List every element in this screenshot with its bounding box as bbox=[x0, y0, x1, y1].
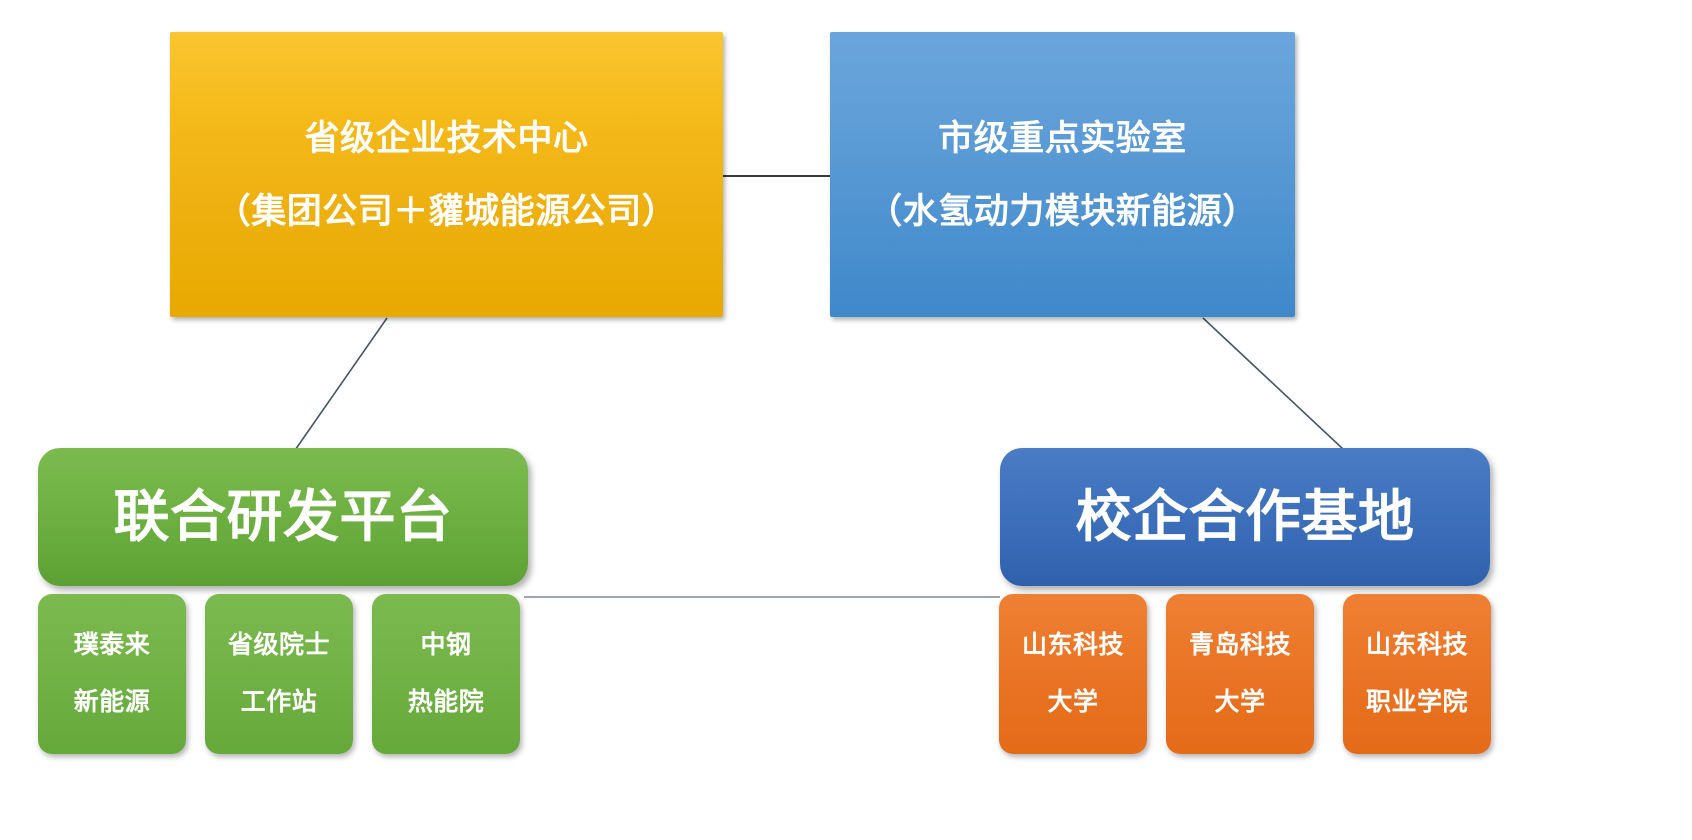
chip-label-line1: 璞泰来 bbox=[73, 631, 151, 659]
chip-label-line1: 中钢 bbox=[420, 631, 472, 659]
chip-label-line2: 大学 bbox=[1047, 688, 1099, 716]
chip-platform-member-academician-workstation[interactable]: 省级院士 工作站 bbox=[205, 594, 353, 754]
node-title-line1: 省级企业技术中心 bbox=[304, 118, 589, 158]
chip-label-line2: 大学 bbox=[1214, 688, 1266, 716]
chip-label-line1: 山东科技 bbox=[1365, 631, 1468, 659]
chip-label-line2: 热能院 bbox=[407, 688, 485, 716]
chip-label-line1: 青岛科技 bbox=[1188, 631, 1291, 659]
chip-label-line2: 新能源 bbox=[73, 688, 151, 716]
chip-label-line2: 工作站 bbox=[240, 688, 318, 716]
chip-label-line1: 省级院士 bbox=[227, 631, 330, 659]
chip-label-line1: 山东科技 bbox=[1021, 631, 1124, 659]
node-title-line1: 市级重点实验室 bbox=[938, 118, 1187, 158]
node-title-line1: 联合研发平台 bbox=[113, 485, 453, 548]
chip-partner-shandong-university-of-science-and-technology[interactable]: 山东科技 大学 bbox=[999, 594, 1147, 754]
chip-partner-qingdao-university-of-science-and-technology[interactable]: 青岛科技 大学 bbox=[1166, 594, 1314, 754]
node-joint-rd-platform[interactable]: 联合研发平台 bbox=[38, 448, 528, 586]
chip-platform-member-zhonggang-thermal[interactable]: 中钢 热能院 bbox=[372, 594, 520, 754]
node-provincial-enterprise-tech-center[interactable]: 省级企业技术中心 （集团公司＋貛城能源公司） bbox=[170, 32, 723, 317]
chip-partner-shandong-vocational-college-of-science-and-technology[interactable]: 山东科技 职业学院 bbox=[1343, 594, 1491, 754]
chip-label-line2: 职业学院 bbox=[1365, 688, 1468, 716]
node-title-line2: （水氢动力模块新能源） bbox=[867, 191, 1258, 231]
node-title-line1: 校企合作基地 bbox=[1075, 485, 1415, 548]
node-municipal-key-laboratory[interactable]: 市级重点实验室 （水氢动力模块新能源） bbox=[830, 32, 1295, 317]
node-title-line2: （集团公司＋貛城能源公司） bbox=[215, 191, 678, 231]
chip-platform-member-putailai[interactable]: 璞泰来 新能源 bbox=[38, 594, 186, 754]
node-school-enterprise-cooperation-base[interactable]: 校企合作基地 bbox=[1000, 448, 1490, 586]
